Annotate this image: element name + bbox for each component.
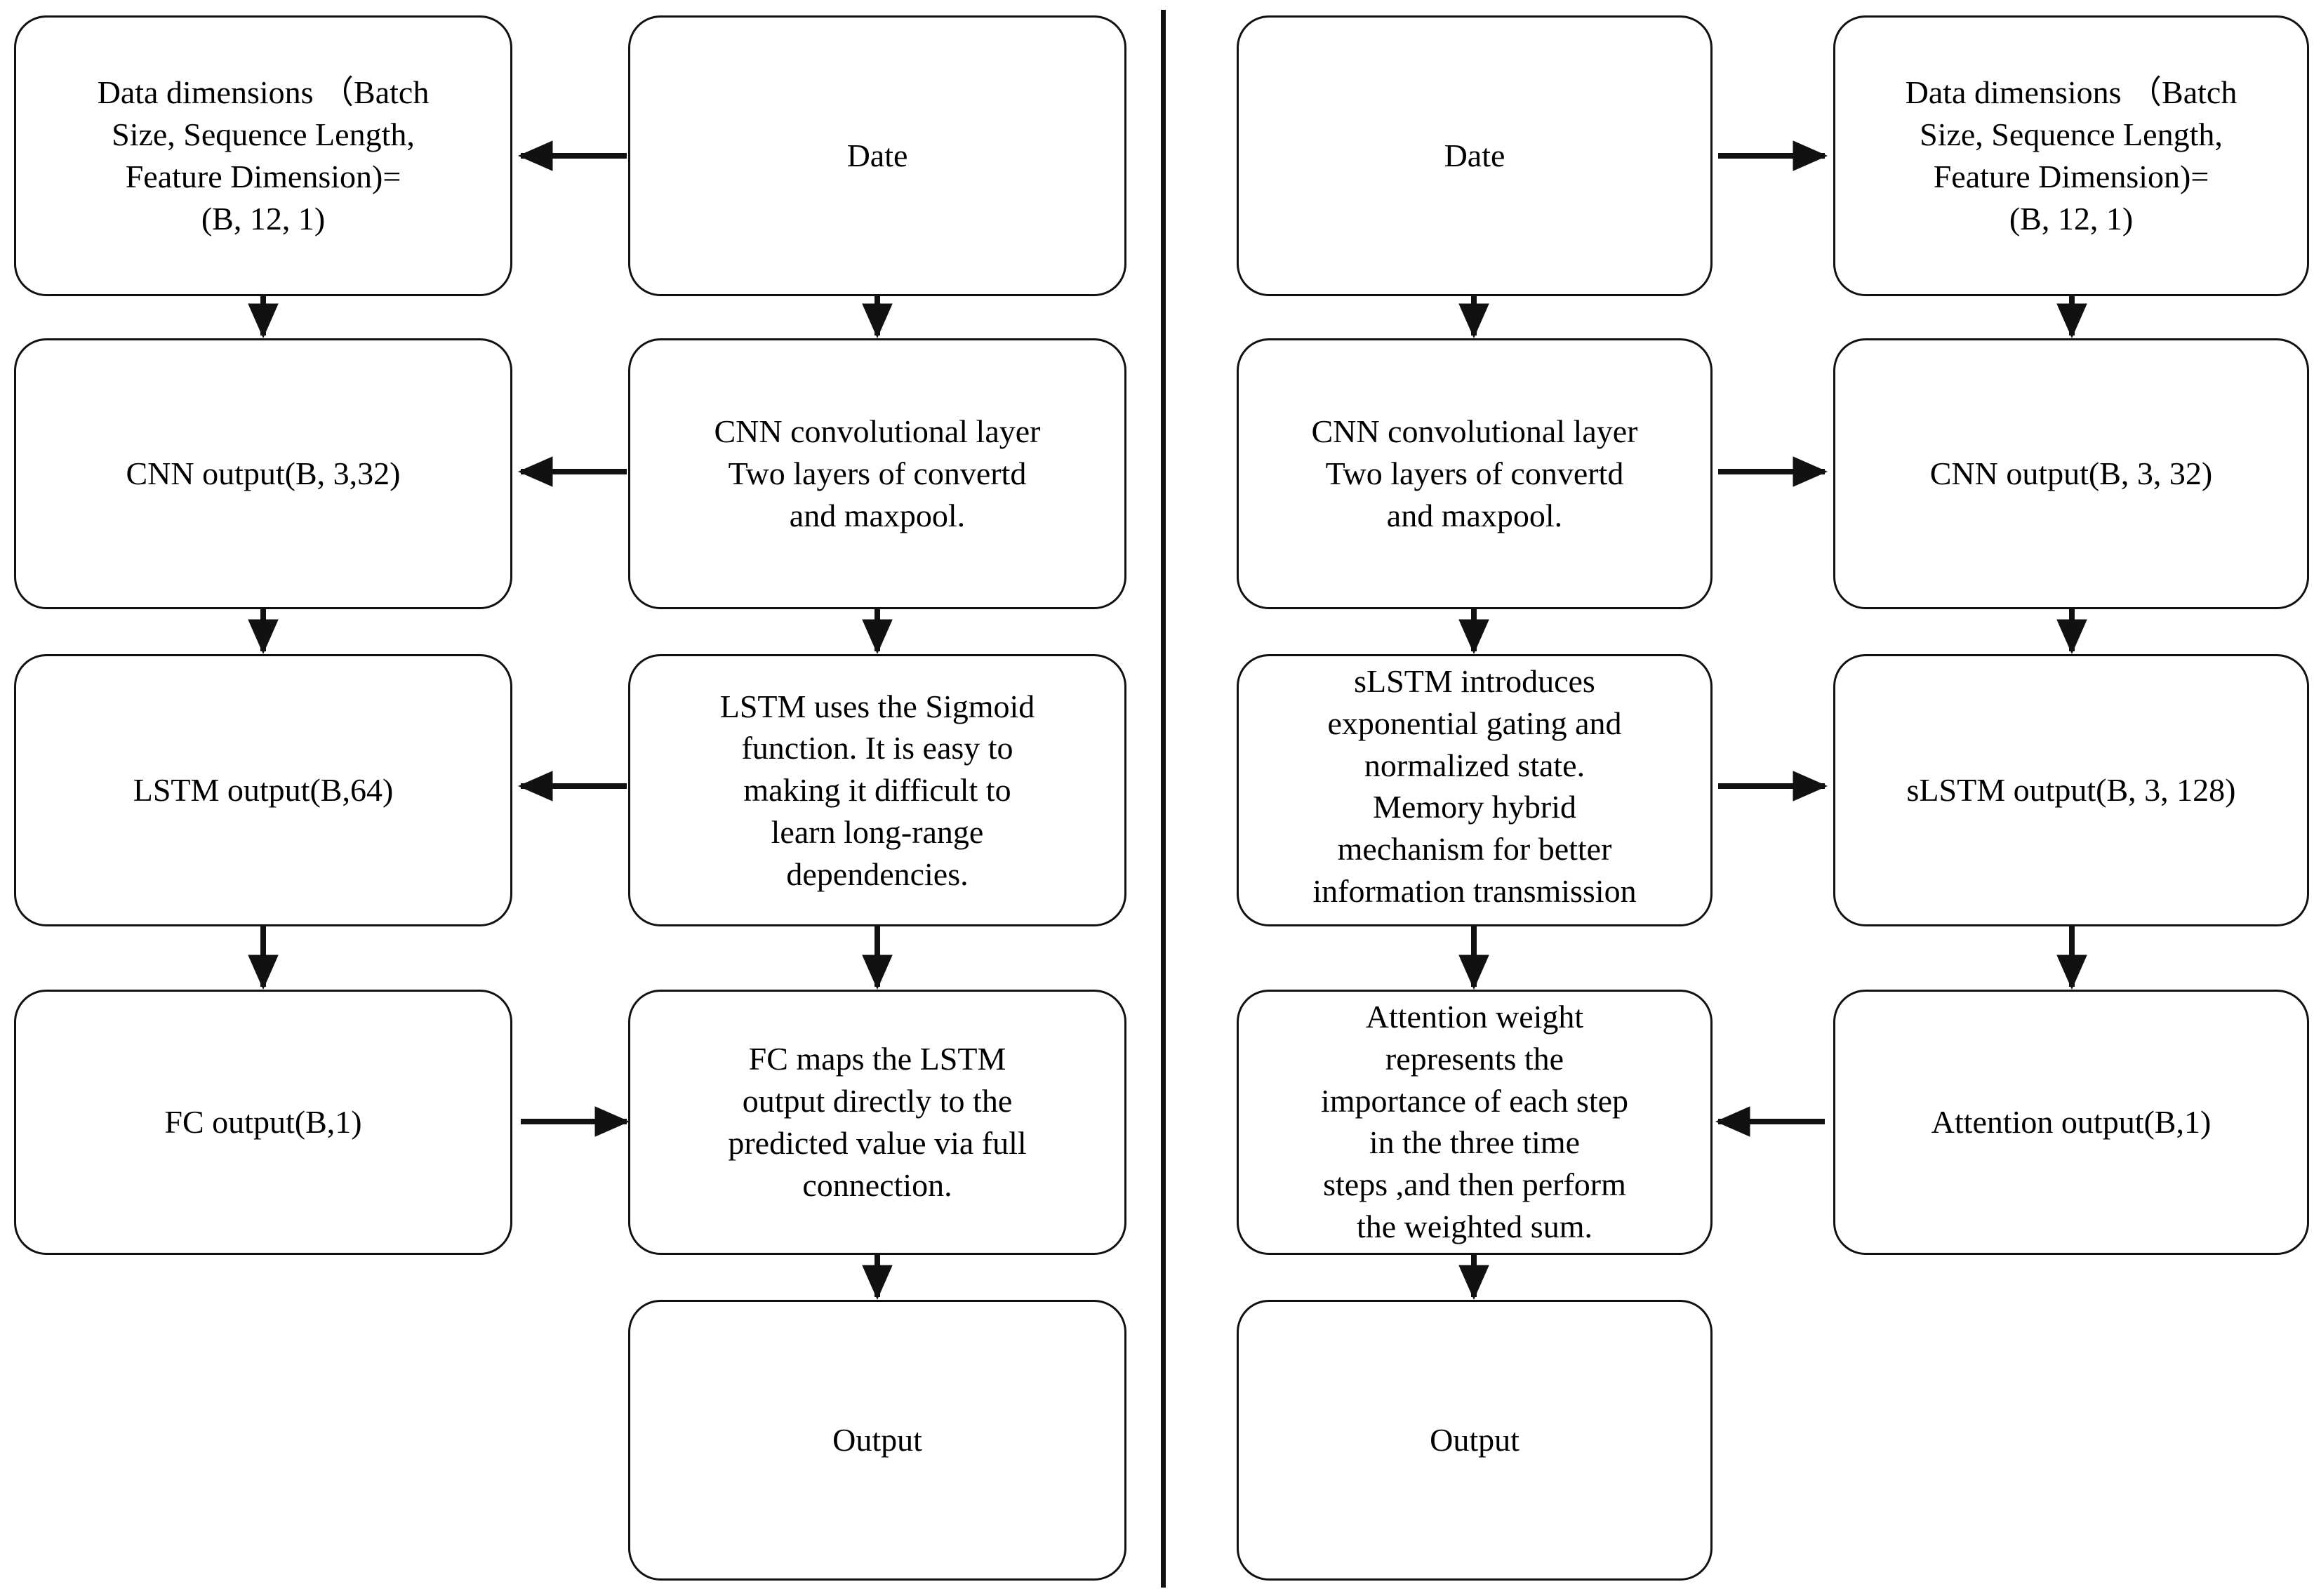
node-label: LSTM output(B,64)	[133, 772, 394, 809]
node-right-cnn-output[interactable]: CNN output(B, 3, 32)	[1833, 338, 2309, 609]
node-label: LSTM uses the Sigmoid function. It is ea…	[719, 688, 1035, 892]
node-right-slstm-note[interactable]: sLSTM introduces exponential gating and …	[1237, 654, 1713, 926]
node-left-cnn-layer[interactable]: CNN convolutional layer Two layers of co…	[628, 338, 1126, 609]
node-label: CNN output(B, 3, 32)	[1929, 455, 2213, 492]
node-right-attention-note[interactable]: Attention weight represents the importan…	[1237, 990, 1713, 1255]
node-label: Output	[1430, 1422, 1520, 1458]
node-label: Output	[832, 1422, 922, 1458]
node-right-data-dimensions[interactable]: Data dimensions （Batch Size, Sequence Le…	[1833, 15, 2309, 296]
node-label: Date	[1444, 138, 1505, 174]
node-label: sLSTM output(B, 3, 128)	[1906, 772, 2236, 809]
node-left-data-dimensions[interactable]: Data dimensions （Batch Size, Sequence Le…	[14, 15, 512, 296]
node-label: CNN convolutional layer Two layers of co…	[714, 413, 1041, 533]
node-label: FC output(B,1)	[164, 1104, 362, 1141]
node-right-date[interactable]: Date	[1237, 15, 1713, 296]
node-label: CNN convolutional layer Two layers of co…	[1311, 413, 1638, 533]
node-left-output[interactable]: Output	[628, 1300, 1126, 1581]
node-right-output[interactable]: Output	[1237, 1300, 1713, 1581]
node-label: Data dimensions （Batch Size, Sequence Le…	[1905, 74, 2237, 237]
node-label: Attention weight represents the importan…	[1320, 999, 1629, 1244]
node-left-lstm-note[interactable]: LSTM uses the Sigmoid function. It is ea…	[628, 654, 1126, 926]
node-right-attention-output[interactable]: Attention output(B,1)	[1833, 990, 2309, 1255]
panel-divider	[1161, 10, 1166, 1588]
node-left-fc-output[interactable]: FC output(B,1)	[14, 990, 512, 1255]
node-label: Date	[846, 138, 908, 174]
node-label: FC maps the LSTM output directly to the …	[728, 1041, 1027, 1203]
node-label: Attention output(B,1)	[1931, 1104, 2212, 1141]
node-left-date[interactable]: Date	[628, 15, 1126, 296]
node-left-lstm-output[interactable]: LSTM output(B,64)	[14, 654, 512, 926]
node-right-slstm-output[interactable]: sLSTM output(B, 3, 128)	[1833, 654, 2309, 926]
node-label: sLSTM introduces exponential gating and …	[1312, 663, 1637, 909]
node-label: CNN output(B, 3,32)	[126, 455, 401, 492]
node-left-cnn-output[interactable]: CNN output(B, 3,32)	[14, 338, 512, 609]
node-left-fc-note[interactable]: FC maps the LSTM output directly to the …	[628, 990, 1126, 1255]
node-label: Data dimensions （Batch Size, Sequence Le…	[97, 74, 430, 237]
node-right-cnn-layer[interactable]: CNN convolutional layer Two layers of co…	[1237, 338, 1713, 609]
